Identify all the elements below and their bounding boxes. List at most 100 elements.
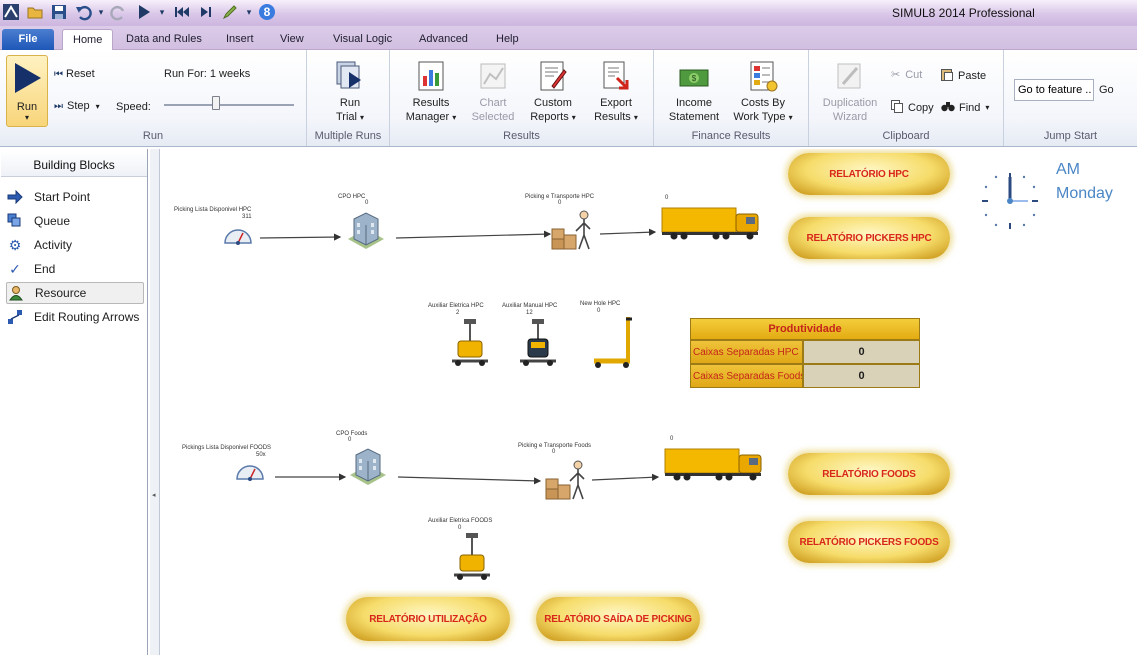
block-end[interactable]: ✓ End (6, 258, 144, 280)
routing-icon (6, 308, 24, 326)
panel-splitter[interactable]: ◂ (150, 149, 160, 655)
arrow-foods-queue-activity (397, 476, 542, 485)
run-dropdown-icon: ▾ (24, 113, 29, 122)
relatorio-pickers-foods-button[interactable]: RELATÓRIO PICKERS FOODS (788, 521, 950, 563)
help-icon[interactable]: 8 (258, 3, 276, 21)
resource-2-count: 12 (526, 310, 533, 316)
window-title: SIMUL8 2014 Professional (892, 6, 1035, 20)
relatorio-saida-de-picking-button[interactable]: RELATÓRIO SAÍDA DE PICKING (536, 597, 700, 641)
clipboard-group-label: Clipboard (882, 130, 930, 142)
pencil-dropdown-icon[interactable]: ▾ (246, 6, 252, 17)
paste-button[interactable]: Paste (941, 68, 986, 84)
money-icon: $ (679, 60, 709, 92)
chart-selected-button[interactable]: Chart Selected (466, 60, 520, 124)
relatorio-hpc-button[interactable]: RELATÓRIO HPC (788, 153, 950, 195)
run-trial-button[interactable]: Run Trial ▾ (325, 60, 375, 125)
results-manager-line1: Results (412, 97, 450, 109)
foods-queue-building-icon[interactable] (346, 445, 390, 492)
tab-data-and-rules[interactable]: Data and Rules (126, 33, 202, 45)
wizard-icon (835, 60, 865, 92)
run-trial-icon (335, 60, 365, 92)
costs-dropdown-icon: ▾ (788, 113, 793, 122)
resource-1-pallet-jack-icon[interactable] (450, 317, 490, 370)
collapse-arrow-icon[interactable]: ◂ (152, 492, 156, 499)
go-button[interactable]: Go (1099, 84, 1114, 96)
relatorio-foods-button[interactable]: RELATÓRIO FOODS (788, 453, 950, 495)
duplication-wizard-button[interactable]: Duplication Wizard (817, 60, 883, 124)
open-icon[interactable] (26, 3, 44, 21)
run-dropdown-icon[interactable]: ▾ (159, 6, 165, 17)
find-button[interactable]: Find ▾ (941, 100, 989, 115)
foods-end-truck-icon[interactable] (663, 447, 765, 484)
go-to-feature-input[interactable] (1014, 79, 1094, 101)
cut-button[interactable]: ✂ Cut (891, 68, 923, 82)
help-label: 8 (264, 5, 271, 19)
relatorio-pickers-hpc-button[interactable]: RELATÓRIO PICKERS HPC (788, 217, 950, 259)
results-group: Results Manager ▾ Chart Selected Custom … (390, 50, 654, 146)
run-button[interactable]: Run ▾ (6, 55, 48, 127)
foods-activity-worker-icon[interactable] (544, 457, 590, 508)
hpc-end-truck-icon[interactable] (660, 206, 762, 243)
hpc-start-point-gauge-icon[interactable] (223, 225, 253, 248)
block-queue[interactable]: Queue (6, 210, 144, 232)
tab-help[interactable]: Help (496, 33, 519, 45)
costs-by-work-type-button[interactable]: Costs By Work Type ▾ (730, 60, 796, 125)
hpc-activity-worker-icon[interactable] (550, 207, 596, 258)
tab-visual-logic[interactable]: Visual Logic (333, 33, 393, 45)
gear-icon: ⚙ (8, 236, 22, 253)
simulation-canvas[interactable]: Picking Lista Disponivel HPC 311 CPO HPC… (160, 149, 1137, 655)
pencil-icon[interactable] (221, 3, 239, 21)
step-button[interactable]: ⏭ Step ▾ (54, 100, 100, 112)
arrow-hpc-activity-end (599, 228, 657, 236)
rewind-icon[interactable] (173, 3, 191, 21)
step-dropdown-icon: ▾ (95, 101, 100, 111)
save-icon[interactable] (50, 3, 68, 21)
run-trial-line2: Trial (335, 111, 357, 123)
produtividade-row-label: Caixas Separadas Foods (690, 364, 803, 388)
chart-selected-icon (478, 60, 508, 92)
tab-home[interactable]: Home (62, 29, 114, 50)
arrow-hpc-queue-activity (395, 230, 552, 239)
foods-resource-pallet-jack-icon[interactable] (452, 531, 492, 584)
block-activity[interactable]: ⚙ Activity (6, 234, 144, 256)
copy-label: Copy (908, 102, 934, 114)
block-resource[interactable]: Resource (6, 282, 144, 304)
export-results-icon (601, 60, 631, 92)
block-start-point[interactable]: Start Point (6, 186, 144, 208)
export-results-button[interactable]: Export Results ▾ (586, 60, 646, 125)
export-results-line1: Export (600, 97, 632, 109)
custom-reports-button[interactable]: Custom Reports ▾ (524, 60, 582, 125)
results-manager-button[interactable]: Results Manager ▾ (400, 60, 462, 125)
speed-slider-thumb[interactable] (212, 96, 220, 110)
reset-button[interactable]: ⏮ Reset (54, 68, 95, 80)
step-icon[interactable] (197, 3, 215, 21)
income-statement-button[interactable]: $ Income Statement (664, 60, 724, 124)
block-start-point-label: Start Point (34, 190, 91, 204)
block-edit-routing-arrows[interactable]: Edit Routing Arrows (6, 306, 144, 328)
tab-view[interactable]: View (280, 33, 304, 45)
tab-file[interactable]: File (2, 29, 54, 50)
resource-3-hand-pallet-icon[interactable] (590, 315, 634, 372)
hpc-queue-building-icon[interactable] (344, 209, 388, 256)
redo-icon[interactable] (110, 3, 128, 21)
resource-2-pallet-jack-icon[interactable] (518, 317, 558, 370)
tab-insert[interactable]: Insert (226, 33, 254, 45)
svg-text:$: $ (692, 74, 697, 83)
undo-icon[interactable] (74, 3, 92, 21)
tab-advanced[interactable]: Advanced (419, 33, 468, 45)
relatorio-utilizacao-button[interactable]: RELATÓRIO UTILIZAÇÃO (346, 597, 510, 641)
undo-dropdown-icon[interactable]: ▾ (98, 6, 104, 17)
run-icon[interactable] (135, 3, 153, 21)
export-results-dropdown-icon: ▾ (633, 113, 638, 122)
foods-start-point-gauge-icon[interactable] (235, 461, 265, 484)
foods-resource-count: 0 (458, 525, 462, 531)
run-for-label[interactable]: Run For: 1 weeks (164, 68, 251, 80)
speed-slider-track[interactable] (164, 104, 294, 106)
scissors-icon: ✂ (891, 69, 901, 81)
find-label: Find (959, 101, 981, 114)
cut-label: Cut (905, 68, 923, 81)
copy-button[interactable]: Copy (891, 100, 934, 116)
jump-start-group-label: Jump Start (1043, 130, 1098, 142)
app-logo-icon[interactable] (2, 3, 20, 21)
produtividade-title: Produtividade (690, 318, 920, 340)
